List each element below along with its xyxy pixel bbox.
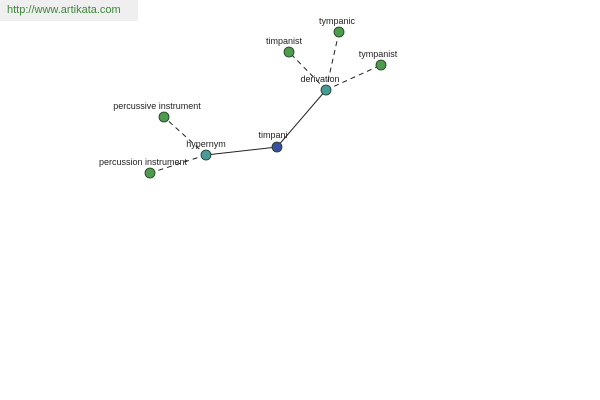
node-tympanist[interactable] xyxy=(375,59,387,71)
node-hypernym[interactable] xyxy=(200,149,212,161)
label-timpanist[interactable]: timpanist xyxy=(266,36,303,46)
edge-hypernym-percussive-instrument xyxy=(163,116,207,156)
graph-labels: timpani hypernym derivation percussive inst… xyxy=(99,16,398,167)
label-percussive-instrument[interactable]: percussive instrument xyxy=(113,101,201,111)
label-derivation[interactable]: derivation xyxy=(300,74,339,84)
edge-timpani-hypernym xyxy=(205,146,278,156)
node-derivation[interactable] xyxy=(320,84,332,96)
graph-edges xyxy=(149,31,382,174)
node-timpani[interactable] xyxy=(271,141,283,153)
node-timpanist[interactable] xyxy=(283,46,295,58)
node-percussion-instrument[interactable] xyxy=(144,167,156,179)
edge-hypernym-percussion-instrument xyxy=(149,154,207,174)
label-timpani[interactable]: timpani xyxy=(258,130,287,140)
label-tympanist[interactable]: tympanist xyxy=(359,49,398,59)
edge-derivation-timpanist xyxy=(288,51,327,91)
node-tympanic[interactable] xyxy=(333,26,345,38)
node-percussive-instrument[interactable] xyxy=(158,111,170,123)
label-hypernym[interactable]: hypernym xyxy=(186,139,226,149)
graph-nodes xyxy=(144,26,387,179)
watermark-link[interactable]: http://www.artikata.com xyxy=(0,0,138,21)
edge-derivation-tympanist xyxy=(325,64,382,91)
label-percussion-instrument[interactable]: percussion instrument xyxy=(99,157,188,167)
label-tympanic[interactable]: tympanic xyxy=(319,16,356,26)
edge-timpani-derivation xyxy=(276,89,327,148)
edge-derivation-tympanic xyxy=(325,31,340,91)
